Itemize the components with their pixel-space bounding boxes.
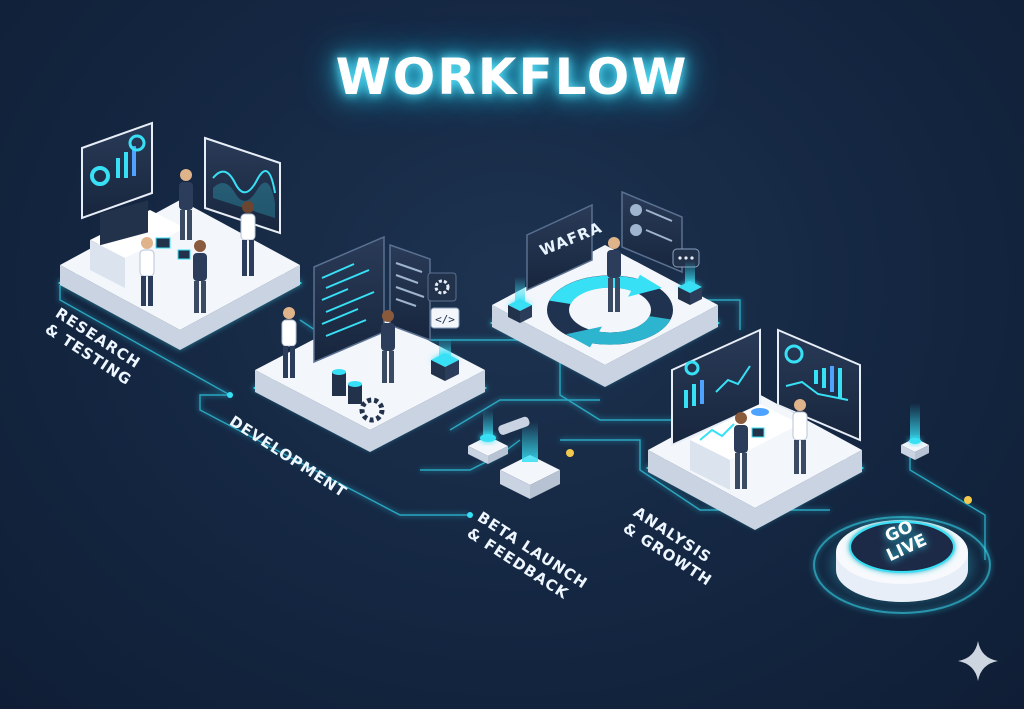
gear-icon	[359, 397, 385, 423]
beacon-cube	[901, 403, 929, 460]
code-icon: </>	[430, 307, 460, 329]
person	[240, 201, 256, 276]
platform-development: </>	[252, 235, 488, 452]
svg-text:</>: </>	[435, 313, 455, 326]
sparkle-icon	[958, 641, 998, 681]
node-dot	[227, 392, 233, 398]
person	[177, 240, 207, 313]
person	[281, 307, 297, 378]
gear-icon	[427, 272, 457, 302]
node-dot	[566, 449, 574, 457]
page-title: WORKFLOW	[335, 48, 689, 106]
person	[734, 412, 765, 489]
connector-line-1	[59, 285, 470, 516]
platform-research	[57, 121, 303, 350]
node-dot	[467, 512, 473, 518]
person	[179, 169, 193, 240]
person	[607, 237, 621, 312]
go-live-platform	[813, 516, 991, 614]
platform-analysis	[645, 328, 865, 530]
connector-line-7	[700, 299, 741, 330]
platform-beta	[468, 410, 560, 499]
node-dot	[964, 496, 972, 504]
platform-cycle	[489, 190, 721, 387]
connector-line-6	[449, 399, 600, 431]
person	[139, 237, 171, 306]
person	[381, 310, 395, 383]
person	[792, 399, 808, 474]
